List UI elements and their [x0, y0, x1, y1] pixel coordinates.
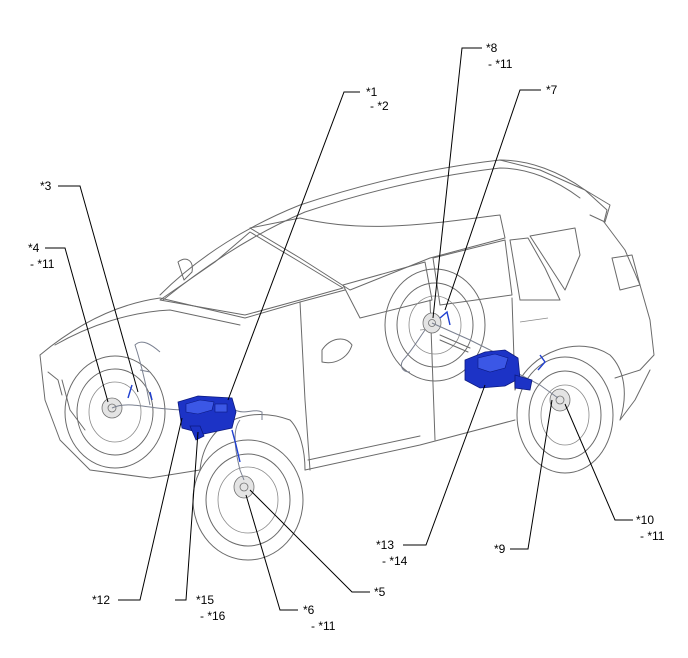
leader-lines	[45, 47, 633, 611]
leader-4	[45, 247, 109, 403]
leader-13	[403, 384, 486, 546]
leader-10	[564, 403, 633, 521]
leader-6	[245, 494, 298, 611]
callout-10-number: *10	[636, 513, 654, 527]
callout-10-range: - *11	[640, 529, 665, 543]
callout-15-range: - *16	[200, 609, 226, 623]
leader-7	[444, 89, 541, 311]
sensor-wiring	[111, 310, 559, 481]
leader-3	[58, 185, 139, 393]
wheel-front-left	[192, 439, 304, 561]
callout-4-range: - *11	[30, 257, 55, 271]
callout-4-number: *4	[28, 241, 40, 255]
leader-1	[227, 91, 360, 401]
drive-shaft	[439, 334, 471, 353]
callout-6-range: - *11	[311, 619, 336, 633]
callout-6-number: *6	[303, 603, 315, 617]
callout-3-number: *3	[40, 179, 52, 193]
callout-1-number: *1	[366, 85, 378, 99]
leader-5	[249, 489, 370, 593]
callout-13-range: - *14	[382, 554, 408, 568]
leader-15	[175, 431, 199, 601]
leader-12	[118, 417, 183, 601]
rear-differential-unit	[464, 349, 533, 391]
leader-8	[432, 47, 482, 319]
callout-5-number: *5	[374, 585, 386, 599]
wheel-rear-left	[516, 356, 614, 474]
callout-12-number: *12	[92, 593, 110, 607]
vehicle-body-outline	[39, 159, 655, 479]
callout-8-number: *8	[486, 41, 498, 55]
callout-labels: *1 - *2 *3 *4 - *11 *5 *6 - *11 *7 *8 - …	[28, 41, 665, 633]
callout-8-range: - *11	[488, 57, 513, 71]
callout-15-number: *15	[196, 593, 214, 607]
callout-1-range: - *2	[370, 99, 389, 113]
wheel-front-right	[64, 355, 166, 469]
speed-sensor-front-left	[233, 475, 255, 499]
callout-7-number: *7	[546, 83, 558, 97]
brake-actuator-assembly	[177, 395, 237, 441]
callout-13-number: *13	[376, 538, 394, 552]
callout-9-number: *9	[494, 542, 506, 556]
leader-9	[510, 399, 553, 550]
